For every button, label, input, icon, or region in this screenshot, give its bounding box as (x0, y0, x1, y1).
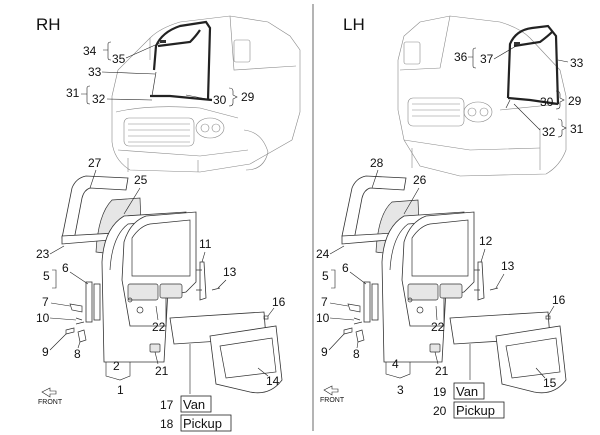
lh-callout-8: 8 (353, 347, 360, 361)
rh-callout-29: 29 (241, 90, 255, 104)
rh-van-label: Van (183, 397, 205, 412)
lh-callout-29: 29 (568, 94, 582, 108)
lh-callout-13: 13 (501, 259, 515, 273)
lh-callout-20: 20 (433, 404, 447, 418)
rh-callout-35: 35 (112, 52, 126, 66)
rh-callout-10: 10 (36, 311, 50, 325)
rh-callout-23: 23 (36, 247, 50, 261)
lh-callout-33: 33 (570, 56, 584, 70)
lh-callout-10: 10 (316, 311, 330, 325)
lh-pickup-box (453, 401, 505, 419)
lh-front-indicator: FRONT (320, 385, 345, 404)
rh-panel-title: RH (36, 15, 61, 34)
rh-panel: RH 34 35 33 31 (36, 15, 301, 432)
rh-callout-8: 8 (74, 347, 81, 361)
rh-callout-6: 6 (62, 261, 69, 275)
lh-callout-5: 5 (322, 269, 329, 283)
rh-door-assembly (61, 175, 283, 394)
rh-cab-illustration (111, 15, 301, 173)
lh-callout-12: 12 (479, 234, 493, 248)
front-arrow-icon (41, 387, 57, 398)
lh-panel: LH 36 37 33 30 (316, 15, 584, 419)
lh-pickup-label: Pickup (456, 403, 495, 418)
lh-callout-24: 24 (316, 247, 330, 261)
rh-callout-21: 21 (155, 364, 169, 378)
lh-cab-illustration (397, 15, 567, 177)
rh-pickup-box (180, 414, 232, 432)
rh-callout-32: 32 (92, 92, 106, 106)
rh-callout-13: 13 (223, 265, 237, 279)
rh-callout-18: 18 (160, 417, 174, 431)
lh-door-assembly (341, 175, 567, 394)
lh-callout-21: 21 (435, 364, 449, 378)
rh-callout-16: 16 (272, 295, 286, 309)
rh-van-box (180, 395, 212, 413)
lh-callout-16: 16 (552, 293, 566, 307)
rh-callout-31: 31 (66, 86, 80, 100)
lh-callout-36: 36 (454, 50, 468, 64)
lh-callout-4: 4 (392, 357, 399, 371)
rh-callout-25: 25 (134, 173, 148, 187)
rh-callout-34: 34 (83, 44, 97, 58)
lh-callout-26: 26 (413, 173, 427, 187)
lh-callout-32: 32 (542, 125, 556, 139)
lh-front-label: FRONT (320, 397, 345, 404)
rh-callout-7: 7 (42, 295, 49, 309)
lh-callout-3: 3 (397, 383, 404, 397)
front-arrow-icon (323, 385, 339, 396)
lh-callout-22: 22 (431, 320, 445, 334)
lh-callout-19: 19 (433, 385, 447, 399)
lh-callout-31: 31 (570, 122, 584, 136)
lh-callout-7: 7 (321, 295, 328, 309)
lh-callout-30: 30 (540, 95, 554, 109)
rh-callout-2: 2 (113, 359, 120, 373)
rh-pickup-label: Pickup (183, 416, 222, 431)
rh-callout-22: 22 (152, 320, 166, 334)
lh-van-label: Van (456, 384, 478, 399)
lh-van-box (453, 382, 485, 400)
rh-front-indicator: FRONT (38, 387, 63, 406)
lh-callout-9: 9 (321, 345, 328, 359)
lh-callout-37: 37 (480, 52, 494, 66)
rh-callout-14: 14 (266, 374, 280, 388)
rh-callout-30: 30 (213, 93, 227, 107)
lh-callout-15: 15 (543, 376, 557, 390)
lh-callout-6: 6 (342, 261, 349, 275)
rh-callout-17: 17 (160, 398, 174, 412)
rh-callout-1: 1 (117, 383, 124, 397)
rh-callout-11: 11 (199, 237, 212, 251)
lh-panel-title: LH (343, 15, 365, 34)
rh-front-label: FRONT (38, 399, 63, 406)
rh-callout-27: 27 (88, 156, 102, 170)
rh-callout-33: 33 (88, 65, 102, 79)
rh-callout-5: 5 (43, 269, 50, 283)
lh-callout-28: 28 (370, 156, 384, 170)
rh-callout-9: 9 (42, 345, 49, 359)
